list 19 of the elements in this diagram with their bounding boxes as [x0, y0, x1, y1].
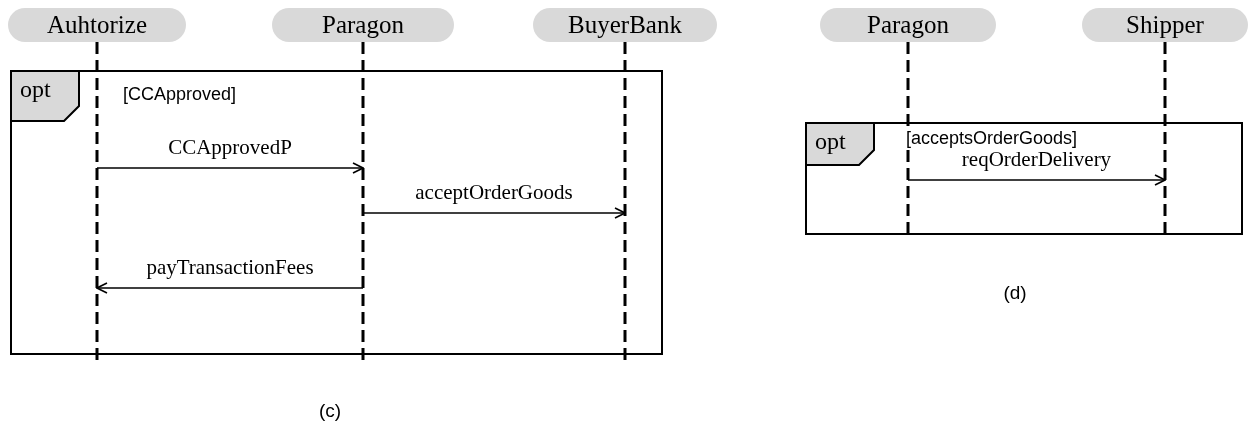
panel-caption: (c)	[318, 400, 342, 422]
panel-caption: (d)	[1003, 282, 1027, 304]
message-arrow	[96, 282, 364, 294]
message-label: payTransactionFees	[146, 255, 314, 280]
message-arrow	[96, 162, 364, 174]
lifeline-head: Paragon	[820, 8, 996, 42]
message-label: acceptOrderGoods	[415, 180, 573, 205]
message-arrow	[907, 174, 1166, 186]
lifeline-head: Shipper	[1082, 8, 1248, 42]
guard-condition: [CCApproved]	[122, 84, 238, 105]
fragment-operator: opt	[20, 76, 51, 103]
guard-condition: [acceptsOrderGoods]	[905, 128, 1079, 149]
lifeline-head: Paragon	[272, 8, 454, 42]
message-label: reqOrderDelivery	[961, 147, 1112, 172]
fragment-operator: opt	[815, 128, 846, 155]
lifeline-head: BuyerBank	[533, 8, 717, 42]
message-arrow	[362, 207, 626, 219]
message-label: CCApprovedP	[168, 135, 292, 160]
lifeline-head: Auhtorize	[8, 8, 186, 42]
